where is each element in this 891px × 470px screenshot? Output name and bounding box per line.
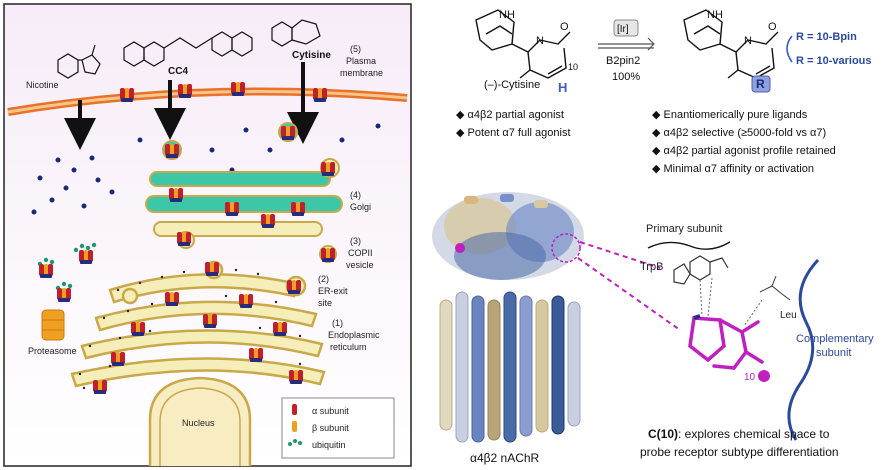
proteasome <box>41 309 65 341</box>
reactant-position: 10 <box>568 62 578 72</box>
cc4-structure <box>123 31 253 67</box>
reactant-name: (–)-Cytisine <box>484 79 540 91</box>
reactant-nh: NH <box>499 9 515 21</box>
receptor-model <box>432 192 681 443</box>
bullets-right: ◆ Enantiomerically pure ligands ◆ α4β2 s… <box>652 109 836 175</box>
ligand-structure <box>688 316 764 370</box>
product-n: N <box>744 35 752 47</box>
c10-label: 10 <box>744 372 756 383</box>
catalyst-box <box>613 19 639 37</box>
bullet-right-3: ◆ α4β2 partial agonist profile retained <box>652 145 836 157</box>
nicotine-label: Nicotine <box>26 80 59 90</box>
endoplasmic-reticulum <box>70 260 326 388</box>
nucleus-label: Nucleus <box>182 418 215 428</box>
c10-sphere <box>758 370 770 382</box>
legend-beta: β subunit <box>312 423 349 433</box>
product-nh: NH <box>707 9 723 21</box>
golgi-apparatus <box>145 158 343 249</box>
catalyst-label: [Ir] <box>617 24 629 35</box>
legend-ubiquitin: ubiquitin <box>312 440 346 450</box>
r-option-2: R = 10-various <box>796 55 872 67</box>
label-5-num: (5) <box>350 44 361 54</box>
binding-site-detail: Primary subunit TrpB 10 Leu Comp <box>640 223 874 441</box>
bullet-right-4: ◆ Minimal α7 affinity or activation <box>652 163 814 175</box>
caption-line-1: C(10): explores chemical space to <box>648 427 830 441</box>
reagent-label: B2pin2 <box>606 55 640 67</box>
r-group-badge <box>751 75 771 93</box>
yield-label: 100% <box>612 71 640 83</box>
product-structure <box>683 9 779 79</box>
receptor-name: α4β2 nAChR <box>470 451 540 465</box>
bullet-left-2: ◆ Potent α7 full agonist <box>456 127 571 139</box>
label-2-b: site <box>318 298 332 308</box>
r-option-1: R = 10-Bpin <box>796 31 857 43</box>
r-bracket-arrow <box>786 35 793 63</box>
r-group-label: R <box>756 77 765 91</box>
legend-alpha: α subunit <box>312 406 349 416</box>
caption-bold: C(10) <box>648 427 678 441</box>
label-3-num: (3) <box>350 236 361 246</box>
complementary-a: Complementary <box>796 333 874 345</box>
label-3-a: COPII <box>348 248 373 258</box>
legend-box: α subunit β subunit ubiquitin <box>281 397 395 459</box>
reactant-n: N <box>536 35 544 47</box>
bullet-right-1: ◆ Enantiomerically pure ligands <box>652 109 808 121</box>
nucleus <box>148 376 252 466</box>
bullet-right-2: ◆ α4β2 selective (≥5000-fold vs α7) <box>652 127 826 139</box>
caption-rest: : explores chemical space to <box>678 427 830 441</box>
binding-site-circle <box>551 233 581 263</box>
label-2-num: (2) <box>318 274 329 284</box>
label-1-b: reticulum <box>330 342 367 352</box>
label-4-num: (4) <box>350 190 361 200</box>
cc4-label: CC4 <box>168 66 188 77</box>
label-5-a: Plasma <box>346 56 376 66</box>
caption-line-2: probe receptor subtype differentiation <box>640 445 839 459</box>
primary-subunit-label: Primary subunit <box>646 223 722 235</box>
complementary-ribbon <box>787 258 820 441</box>
tm-helices <box>439 291 581 443</box>
label-3-b: vesicle <box>346 260 374 270</box>
zoom-line-bottom <box>577 257 681 331</box>
product-o: O <box>768 21 777 33</box>
reactant-o: O <box>560 21 569 33</box>
label-5-b: membrane <box>340 68 383 78</box>
ubiquitin-chains <box>37 242 97 291</box>
primary-backbone <box>647 241 731 250</box>
trpb-label: TrpB <box>640 261 663 273</box>
label-4-a: Golgi <box>350 202 371 212</box>
reaction-arrow <box>598 37 655 51</box>
reactant-structure <box>475 9 571 79</box>
label-1-num: (1) <box>332 318 343 328</box>
leu-label: Leu <box>780 310 797 321</box>
nicotine-structure <box>57 44 101 79</box>
cell-diagram: Nicotine CC4 Cytisine (5) Plasma membran… <box>3 3 412 467</box>
bullets-left: ◆ α4β2 partial agonist ◆ Potent α7 full … <box>456 109 571 139</box>
proteasome-label: Proteasome <box>28 346 77 356</box>
label-2-a: ER-exit <box>318 286 348 296</box>
reaction-scheme: NH N O 10 H (–)-Cytisine [Ir] B2pin2 100… <box>475 9 872 95</box>
reactant-h: H <box>558 80 567 95</box>
complementary-b: subunit <box>816 347 851 359</box>
label-1-a: Endoplasmic <box>328 330 380 340</box>
cytisine-label-small: Cytisine <box>292 50 331 61</box>
bullet-left-1: ◆ α4β2 partial agonist <box>456 109 564 121</box>
cytisine-structure-small <box>271 19 321 47</box>
drug-molecules <box>31 123 381 215</box>
